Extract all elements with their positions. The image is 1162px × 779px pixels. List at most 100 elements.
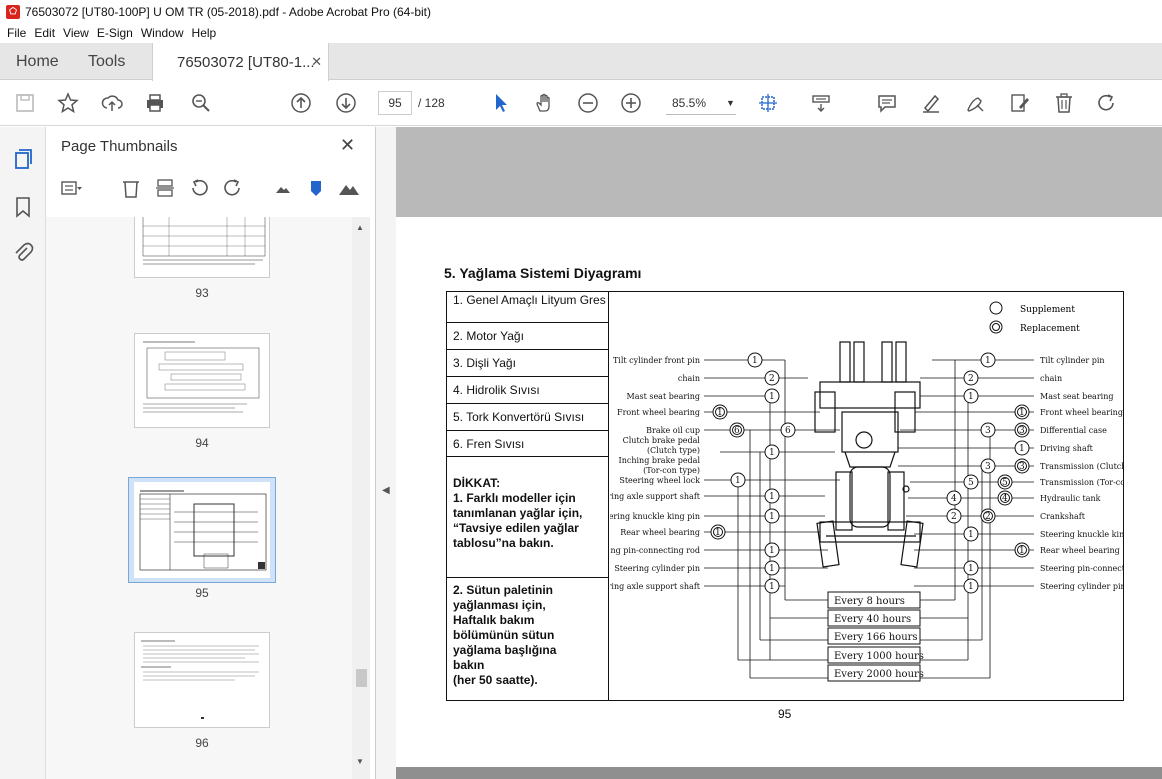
svg-text:1: 1 — [968, 582, 974, 592]
note-2-line: bölümünün sütun — [453, 628, 555, 642]
svg-text:1: 1 — [968, 564, 974, 574]
lubrication-table: 1. Genel Amaçlı Lityum Gres 2. Motor Yağ… — [446, 291, 1124, 701]
page-thumbnails-icon[interactable] — [11, 147, 35, 171]
right-label: Transmission (Clutch type) — [1040, 462, 1123, 471]
zoom-level-select[interactable]: 85.5% ▼ — [666, 91, 736, 115]
edit-pdf-icon[interactable] — [1007, 90, 1033, 116]
scroll-up-arrow-icon[interactable]: ▲ — [356, 223, 364, 232]
bookmarks-icon[interactable] — [11, 195, 35, 219]
menu-window[interactable]: Window — [140, 26, 184, 40]
upload-cloud-icon[interactable] — [99, 90, 125, 116]
thumbnail-page-93[interactable] — [134, 217, 270, 278]
svg-text:1: 1 — [1019, 546, 1025, 556]
thumbnail-size-slider[interactable] — [306, 177, 328, 199]
close-tab-icon[interactable]: ✕ — [311, 54, 322, 69]
scrollbar-thumb[interactable] — [356, 669, 367, 687]
scroll-down-arrow-icon[interactable]: ▼ — [356, 757, 364, 766]
svg-text:1: 1 — [735, 476, 741, 486]
scroll-mode-icon[interactable] — [808, 90, 834, 116]
panel-collapse-bar[interactable]: ◀ — [376, 127, 396, 779]
svg-text:2: 2 — [968, 374, 974, 384]
svg-text:2: 2 — [985, 512, 991, 522]
comment-icon[interactable] — [874, 90, 900, 116]
thumbnail-label-93: 93 — [195, 286, 209, 300]
marker: 1 — [764, 508, 780, 524]
menu-file[interactable]: File — [7, 26, 27, 40]
chevron-down-icon: ▼ — [726, 97, 735, 108]
note-1-line: tablosu”na bakın. — [453, 536, 554, 550]
next-page-icon[interactable] — [333, 90, 359, 116]
thumbnail-larger-icon[interactable] — [338, 177, 360, 199]
svg-text:1: 1 — [769, 512, 775, 522]
select-cursor-icon[interactable] — [488, 90, 514, 116]
right-label: Front wheel bearing — [1040, 408, 1123, 417]
supplement-key-icon — [989, 301, 1003, 315]
hand-tool-icon[interactable] — [531, 90, 557, 116]
marker: 1 — [764, 560, 780, 576]
extract-pages-icon[interactable] — [154, 177, 176, 199]
zoom-in-icon[interactable] — [618, 90, 644, 116]
note-1-line: tanımlanan yağlar için, — [453, 506, 583, 520]
close-panel-icon[interactable]: ✕ — [340, 135, 356, 155]
svg-text:6: 6 — [785, 426, 791, 436]
menu-edit[interactable]: Edit — [34, 26, 56, 40]
marker: 1 — [764, 488, 780, 504]
thumbnail-options-icon[interactable] — [60, 177, 82, 199]
left-label: Inching brake pedal — [619, 456, 701, 465]
left-label: Rear wheel bearing — [620, 528, 700, 537]
thumbnail-page-95-selected[interactable] — [128, 477, 276, 583]
right-label: Transmission (Tor-con type) — [1040, 478, 1123, 487]
zoom-search-icon[interactable] — [188, 90, 214, 116]
svg-text:1: 1 — [769, 492, 775, 502]
save-icon[interactable] — [12, 90, 38, 116]
tab-document[interactable]: 76503072 [UT80-1... ✕ — [152, 43, 329, 81]
marker: 1 — [963, 388, 979, 404]
collapse-arrow-icon[interactable]: ◀ — [382, 485, 390, 496]
fit-page-icon[interactable] — [755, 90, 781, 116]
marker: 1 — [710, 524, 726, 540]
redo-icon[interactable] — [1094, 90, 1120, 116]
delete-pages-icon[interactable] — [120, 177, 142, 199]
thumbnails-scrollbar[interactable]: ▲ ▼ — [352, 217, 370, 779]
fill-sign-icon[interactable] — [962, 90, 988, 116]
key-supplement: Supplement — [1020, 305, 1075, 315]
tab-bar: Home Tools 76503072 [UT80-1... ✕ — [0, 43, 1162, 81]
interval-box-166 — [827, 627, 921, 645]
print-icon[interactable] — [142, 90, 168, 116]
left-label: (Clutch type) — [647, 446, 700, 455]
tab-home[interactable]: Home — [16, 52, 59, 70]
marker: 1 — [712, 404, 728, 420]
note-1-line: “Tavsiye edilen yağlar — [453, 521, 579, 535]
right-label: Rear wheel bearing — [1040, 546, 1120, 555]
zoom-out-icon[interactable] — [575, 90, 601, 116]
marker: 1 — [1014, 404, 1030, 420]
attachments-paperclip-icon[interactable] — [11, 240, 35, 264]
rotate-cw-icon[interactable] — [222, 177, 244, 199]
note-2-line: yağlanması için, — [453, 598, 546, 612]
rotate-ccw-icon[interactable] — [188, 177, 210, 199]
legend-item-6: 6. Fren Sıvısı — [447, 431, 609, 457]
thumbnails-list: 93 94 — [46, 217, 362, 779]
marker: 6 — [729, 422, 745, 438]
marker: 2 — [963, 370, 979, 386]
menu-view[interactable]: View — [63, 26, 89, 40]
interval-label: Every 40 hours — [834, 614, 911, 625]
left-label: Tilt cylinder front pin — [613, 356, 700, 365]
previous-page-icon[interactable] — [288, 90, 314, 116]
note-divider — [447, 577, 609, 578]
marker: 4 — [997, 490, 1013, 506]
marker: 1 — [764, 444, 780, 460]
left-label: Brake oil cup — [646, 426, 700, 435]
thumbnail-smaller-icon[interactable] — [272, 177, 294, 199]
tab-tools[interactable]: Tools — [88, 52, 126, 70]
menu-help[interactable]: Help — [191, 26, 217, 40]
left-label: Mast seat bearing — [627, 392, 700, 401]
bookmark-star-icon[interactable] — [55, 90, 81, 116]
thumbnail-page-96[interactable] — [134, 632, 270, 728]
page-thumbnails-panel: Page Thumbnails ✕ — [46, 127, 376, 779]
delete-trash-icon[interactable] — [1051, 90, 1077, 116]
thumbnail-page-94[interactable] — [134, 333, 270, 428]
page-number-input[interactable]: 95 — [378, 91, 412, 115]
menu-esign[interactable]: E-Sign — [96, 26, 133, 40]
highlight-pen-icon[interactable] — [918, 90, 944, 116]
